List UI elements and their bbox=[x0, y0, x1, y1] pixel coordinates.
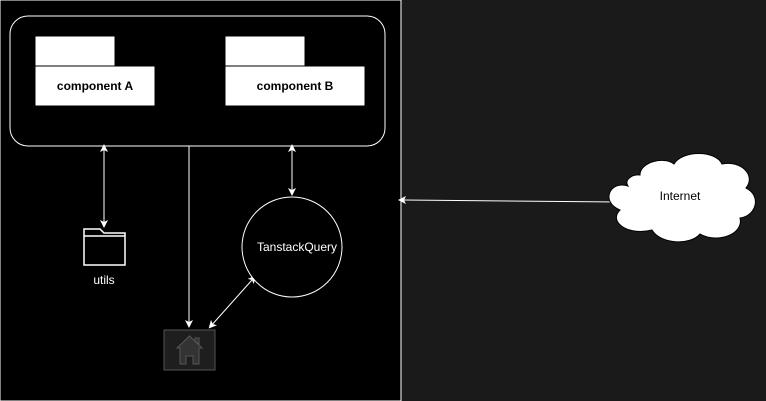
component-a-body bbox=[34, 65, 156, 107]
cloud-icon bbox=[608, 153, 756, 243]
connector-panel-internet bbox=[398, 196, 620, 206]
connector-tanstack-home bbox=[208, 275, 256, 329]
internet-label: Internet bbox=[660, 189, 701, 203]
component-b-tab bbox=[224, 35, 306, 67]
component-b[interactable]: component B bbox=[224, 35, 366, 107]
internet-node[interactable]: Internet bbox=[608, 153, 756, 243]
component-a[interactable]: component A bbox=[34, 35, 156, 107]
tanstack-node[interactable]: TanstackQuery bbox=[241, 196, 343, 298]
utils-label: utils bbox=[93, 273, 114, 287]
component-b-label: component B bbox=[257, 79, 334, 93]
home-node[interactable] bbox=[163, 329, 216, 371]
component-b-body bbox=[224, 65, 366, 107]
utils-node[interactable]: utils bbox=[83, 228, 126, 287]
component-a-tab bbox=[34, 35, 116, 67]
folder-icon bbox=[83, 228, 126, 266]
component-a-label: component A bbox=[57, 79, 134, 93]
home-icon bbox=[175, 335, 204, 365]
tanstack-circle bbox=[241, 196, 343, 298]
tanstack-label: TanstackQuery bbox=[257, 240, 337, 254]
